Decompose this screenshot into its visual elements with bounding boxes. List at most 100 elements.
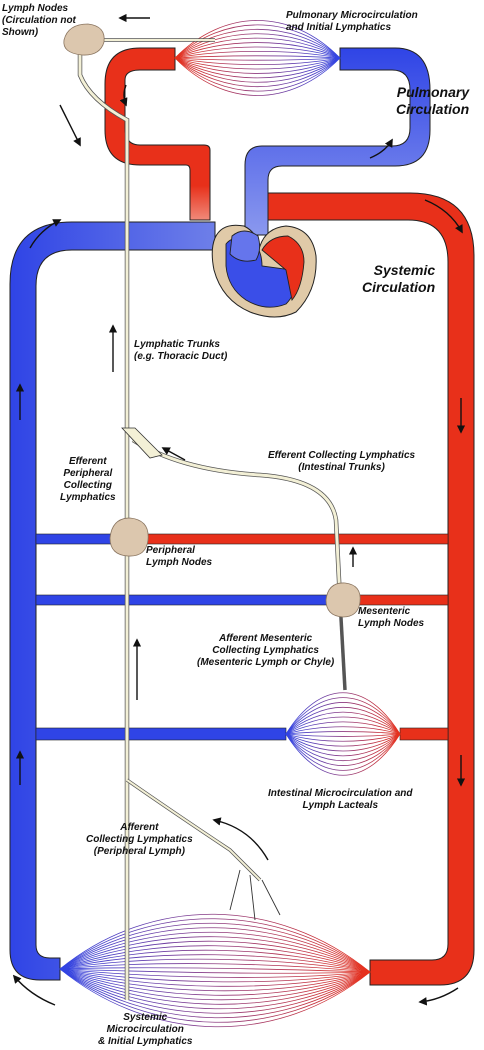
label-lymphatic-trunks: Lymphatic Trunks (e.g. Thoracic Duct): [134, 339, 228, 362]
capillary: [174, 33, 341, 59]
capillary: [59, 954, 371, 973]
capillary: [59, 968, 371, 1001]
arrow-intestinal-trunk: [161, 447, 186, 461]
label-pulmonary-circulation: Pulmonary Circulation: [396, 84, 470, 117]
label-efferent-peripheral: Efferent Peripheral Collecting Lymphatic…: [60, 456, 116, 503]
label-pulmonary-micro: Pulmonary Microcirculation and Initial L…: [286, 10, 418, 33]
efferent-duct-segment: [121, 427, 163, 459]
capillary: [174, 57, 341, 96]
mesenteric-lymph-node: [325, 582, 361, 618]
capillary: [174, 55, 341, 59]
capillary: [285, 733, 401, 776]
flow-arrows: [12, 13, 466, 1006]
capillary: [174, 20, 341, 59]
peripheral-lymph-node: [109, 517, 149, 557]
capillary: [174, 42, 341, 59]
capillary: [59, 968, 371, 978]
heart: [211, 224, 317, 318]
arrow-afferent-peripheral: [212, 817, 269, 861]
intestinal-capillary-network: [285, 692, 401, 776]
label-lymph-nodes-top: Lymph Nodes (Circulation not Shown): [2, 3, 76, 38]
capillary: [174, 57, 341, 79]
capillary: [59, 968, 371, 1023]
capillary: [59, 945, 371, 973]
label-afferent-mesenteric: Afferent Mesenteric Collecting Lymphatic…: [197, 633, 335, 668]
systemic-capillary-network: [59, 913, 371, 1028]
capillary: [174, 46, 341, 59]
capillary: [59, 922, 371, 973]
capillary: [285, 733, 401, 766]
capillary: [174, 24, 341, 59]
label-afferent-peripheral: Afferent Collecting Lymphatics (Peripher…: [86, 822, 193, 857]
arrow-pulm-left: [119, 84, 128, 107]
capillary: [59, 963, 371, 973]
arrow-systemic-top-right: [424, 199, 463, 234]
arrow-lymph-down: [59, 104, 81, 147]
pulmonary-capillary-network: [174, 20, 341, 96]
label-systemic-micro: Systemic Microcirculation & Initial Lymp…: [98, 1012, 193, 1047]
capillary: [59, 958, 371, 973]
capillary: [285, 716, 401, 735]
capillary: [59, 968, 371, 1005]
label-peripheral-nodes: Peripheral Lymph Nodes: [146, 545, 213, 568]
capillary: [174, 57, 341, 74]
capillary: [174, 57, 341, 83]
label-intestinal-micro: Intestinal Microcirculation and Lymph La…: [268, 788, 413, 811]
capillary: [285, 733, 401, 752]
arrow-systemic-top-left: [29, 219, 62, 249]
capillary: [285, 726, 401, 735]
capillary: [59, 968, 371, 983]
capillary: [59, 949, 371, 973]
lymphatic-vessels: [77, 38, 347, 1000]
capillary: [285, 733, 401, 757]
capillary: [59, 913, 371, 973]
intestinal-circuit-artery: [399, 727, 449, 741]
capillary: [174, 57, 341, 88]
capillary: [174, 57, 341, 65]
capillary: [59, 968, 371, 996]
capillary: [285, 733, 401, 771]
pulmonary-artery: [104, 47, 211, 221]
capillary: [285, 733, 401, 747]
capillary: [285, 702, 401, 735]
capillary: [174, 37, 341, 59]
capillary: [59, 918, 371, 973]
label-efferent-intestinal: Efferent Collecting Lymphatics (Intestin…: [268, 450, 416, 473]
arrow-bottom-left: [12, 974, 56, 1006]
capillary: [59, 967, 371, 973]
capillary: [174, 57, 341, 92]
systemic-venous-return: [9, 221, 216, 981]
arrow-pulm-right: [369, 138, 393, 159]
capillary: [59, 931, 371, 973]
capillary: [59, 968, 371, 974]
label-systemic-circulation: Systemic Circulation: [362, 262, 436, 295]
capillary: [59, 936, 371, 973]
capillary: [285, 697, 401, 735]
capillary: [285, 731, 401, 735]
capillary: [59, 927, 371, 973]
mesenteric-circuit-vein: [35, 594, 337, 606]
capillary: [59, 940, 371, 973]
capillary: [59, 968, 371, 1010]
capillary: [285, 733, 401, 742]
capillary: [174, 28, 341, 59]
arrow-bottom-right: [418, 987, 459, 1006]
capillary: [285, 711, 401, 735]
capillary: [174, 57, 341, 61]
capillary: [174, 51, 341, 59]
peripheral-circuit-artery: [131, 533, 449, 545]
capillary: [285, 692, 401, 735]
capillary: [59, 968, 371, 1019]
capillary: [59, 968, 371, 987]
capillary: [59, 968, 371, 1028]
capillary: [59, 968, 371, 1014]
lymph-node-top: [63, 23, 105, 56]
intestinal-circuit-vein: [35, 727, 287, 741]
capillary: [285, 733, 401, 761]
capillary: [59, 968, 371, 992]
systemic-arterial-supply: [267, 192, 475, 986]
capillary: [285, 733, 401, 737]
capillary: [174, 57, 341, 70]
capillary: [285, 721, 401, 735]
